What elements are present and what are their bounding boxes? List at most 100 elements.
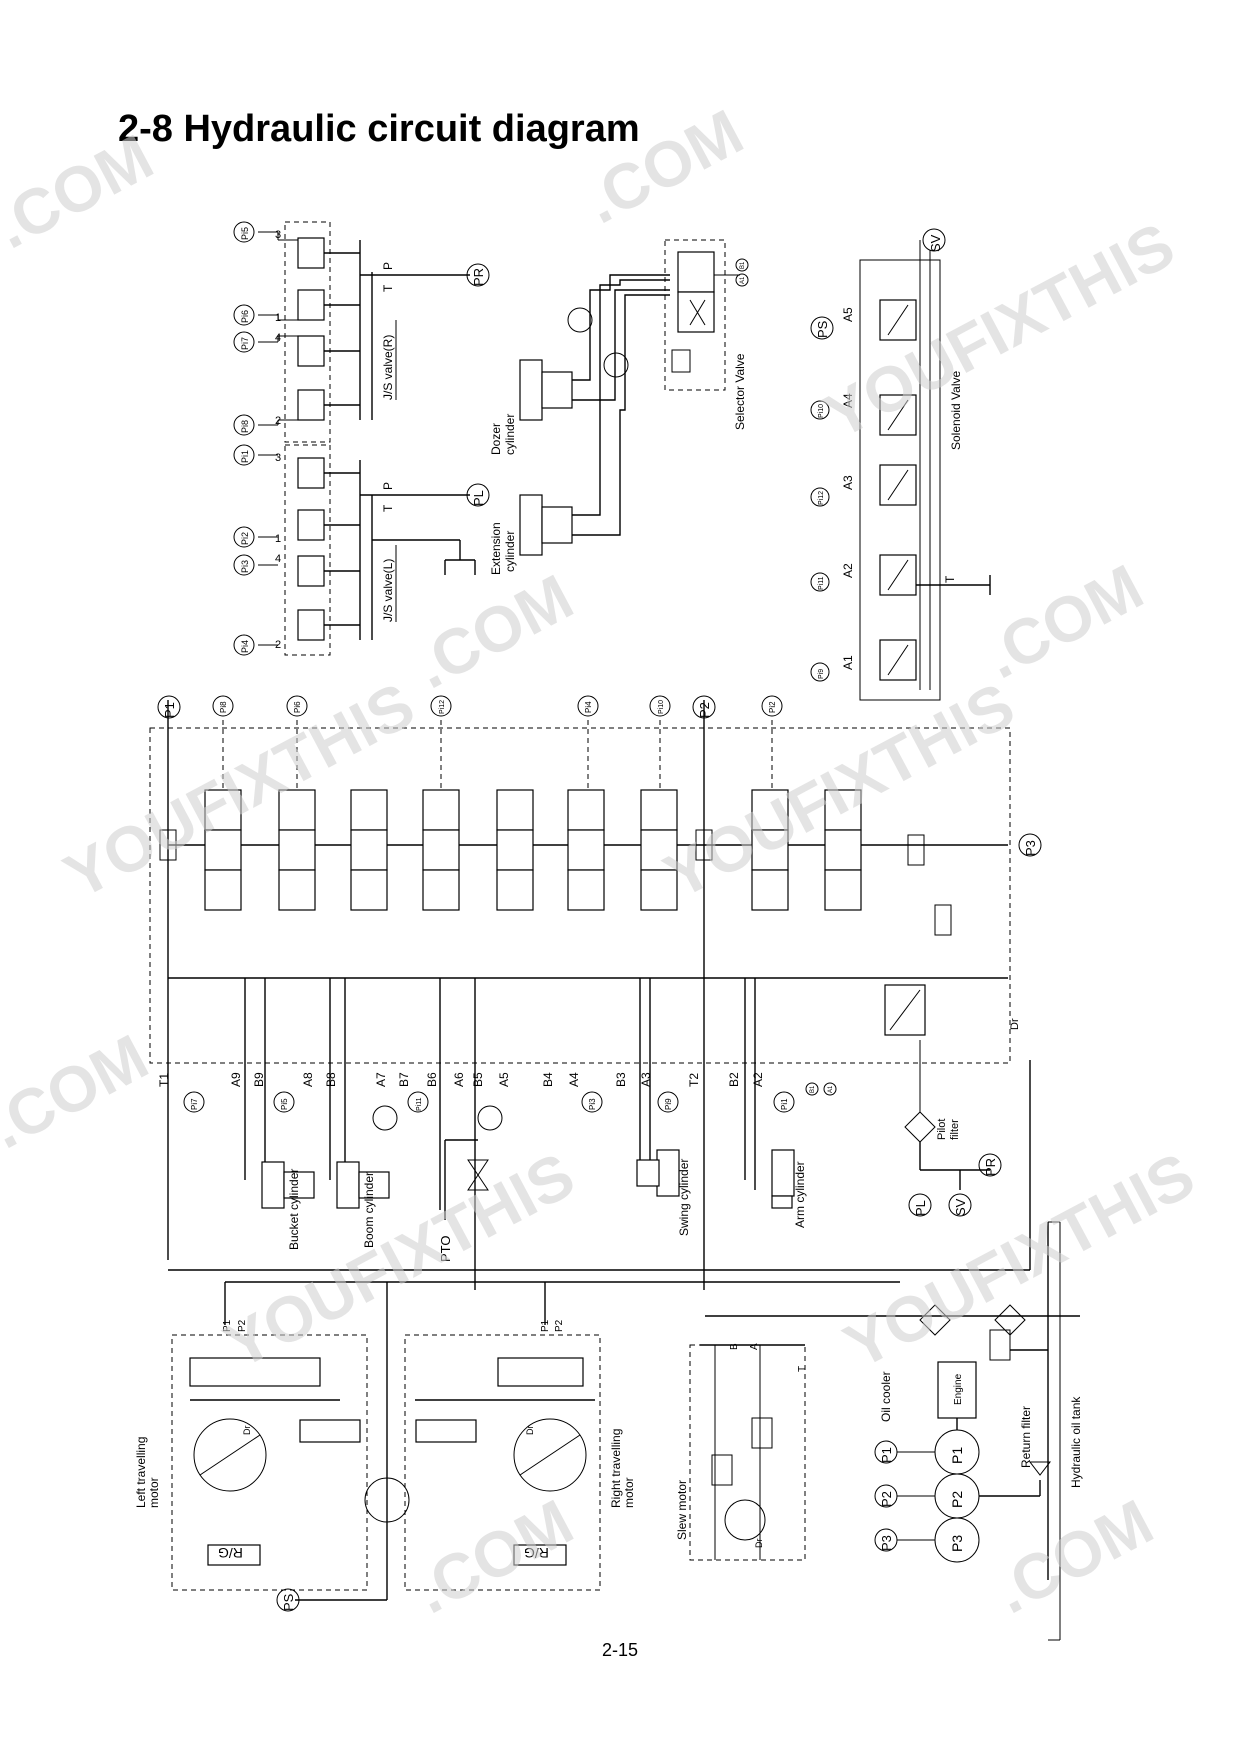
left-motor-p2: P2 [237, 1319, 248, 1332]
pr-bottom-label: PR [983, 1158, 998, 1176]
js-r-t-label: T [381, 284, 395, 292]
watermark-com-3: .COM [403, 560, 584, 702]
mcv-top-pi2: Pi2 [768, 701, 777, 713]
oil-cooler-label: Oil cooler [879, 1371, 893, 1422]
left-motor-dr: Dr [242, 1426, 252, 1436]
pto-label: PTO [438, 1236, 453, 1263]
extension-cylinder-label-2: cylinder [503, 531, 517, 572]
watermark-brand-1: YOUFIXTHIS [813, 208, 1186, 452]
mcv-bot-pi11: Pi11 [416, 1097, 423, 1111]
mcv-top-pi4: Pi4 [584, 701, 593, 713]
ps-top-label: PS [815, 320, 830, 338]
sol-a3-label: A3 [841, 475, 855, 490]
slew-motor: B A T Dr Slew motor [675, 1343, 808, 1561]
pi5-label: Pi5 [240, 227, 250, 240]
js-l-t-label: T [381, 504, 395, 512]
slew-motor-label: Slew motor [675, 1480, 689, 1540]
ps-bottom-label: PS [281, 1593, 296, 1611]
pl-top-label: PL [471, 490, 486, 506]
pi2-label: Pi2 [240, 532, 250, 545]
right-motor-p1: P1 [540, 1319, 551, 1332]
pi4-label: Pi4 [240, 640, 250, 653]
pr-top-label: PR [471, 268, 486, 286]
watermark-com-4: .COM [973, 550, 1154, 692]
pilot-filter-label-2: filter [949, 1119, 961, 1140]
mcv-b-a8: A8 [301, 1072, 315, 1087]
js-valve-l-label: J/S valve(L) [381, 559, 395, 622]
mcv-dr-label: Dr [1009, 1018, 1021, 1030]
mcv-top-pi8: Pi8 [219, 701, 228, 713]
watermark-com-6: .COM [403, 1485, 584, 1627]
right-motor-p2: P2 [554, 1319, 565, 1332]
sol-pi10-label: Pi10 [818, 404, 825, 418]
pi6-label: Pi6 [240, 310, 250, 323]
pilot-filter-label-1: Pilot [936, 1119, 948, 1140]
pump-port-p2: P2 [879, 1491, 894, 1507]
pi7-label: Pi7 [240, 337, 250, 350]
js-valve-left: Pi1 Pi2 Pi3 Pi4 3 1 4 2 T P J/S valve(L)… [233, 444, 490, 656]
mcv-top-pi10: Pi10 [658, 700, 665, 714]
engine-label: Engine [953, 1373, 964, 1405]
arm-cylinder-label: Arm cylinder [793, 1161, 807, 1228]
sol-t-label: T [943, 575, 957, 583]
bucket-cylinder-label: Bucket cylinder [287, 1169, 301, 1250]
mcv-b-t1: T1 [157, 1073, 171, 1087]
rg-right-label: R/G [524, 1545, 549, 1561]
mcv-b-a9: A9 [229, 1072, 243, 1087]
js-l-port-2: 2 [275, 639, 281, 651]
js-l-port-1: 1 [275, 533, 281, 545]
mcv-bot-pi3: Pi3 [588, 1098, 597, 1110]
js-r-p-label: P [381, 262, 395, 270]
solenoid-valve-label: Solenoid Valve [949, 371, 963, 450]
slew-a-label: A [749, 1343, 760, 1350]
mcv-bot-pi9: Pi9 [664, 1098, 673, 1110]
selector-assembly: A1 B1 Dozer cylinder Extension cylinder … [489, 239, 749, 575]
pi3-label: Pi3 [240, 560, 250, 573]
js-valve-right: Pi5 Pi6 Pi7 Pi8 3 1 4 2 T P J/S valve(R)… [233, 221, 490, 443]
mcv-b-b5: B5 [471, 1072, 485, 1087]
mcv-bot-pi5: Pi5 [280, 1098, 289, 1110]
mcv-b-b8: B8 [324, 1072, 338, 1087]
sv-bottom-label: SV [953, 1198, 968, 1216]
selector-b1-label: B1 [740, 261, 746, 269]
selector-valve-label: Selector Valve [733, 353, 747, 430]
mcv-b-b3: B3 [614, 1072, 628, 1087]
js-r-port-3: 3 [275, 229, 281, 241]
mcv-top-pi6: Pi6 [293, 701, 302, 713]
left-travelling-motor: R/G Dr P1 P2 Left travelling motor [134, 1319, 368, 1591]
js-l-p-label: P [381, 482, 395, 490]
mcv-b-a6: A6 [452, 1072, 466, 1087]
js-l-port-4: 4 [275, 553, 281, 565]
mcv-bot-pi7: Pi7 [190, 1098, 199, 1110]
mcv-bot-pi1: Pi1 [780, 1098, 789, 1110]
sol-pi12-label: Pi12 [818, 491, 825, 505]
dozer-cylinder-label-1: Dozer [489, 423, 503, 455]
watermark-com-2: .COM [573, 95, 754, 237]
mcv-p2-label: P2 [697, 702, 712, 718]
js-valve-r-label: J/S valve(R) [381, 335, 395, 400]
pump-p2-label: P2 [949, 1491, 965, 1508]
mcv-p1-label: P1 [162, 702, 177, 718]
selector-a1-label: A1 [740, 276, 746, 284]
watermark-com-1: .COM [0, 120, 164, 262]
sol-pi9-label: Pi9 [818, 669, 825, 679]
sol-a2-label: A2 [841, 563, 855, 578]
mcv-b-t2: T2 [687, 1073, 701, 1087]
js-l-port-3: 3 [275, 452, 281, 464]
sol-a5-label: A5 [841, 307, 855, 322]
mcv-p3-label: P3 [1023, 840, 1038, 856]
rg-left-label: R/G [218, 1545, 243, 1561]
js-r-port-1: 1 [275, 312, 281, 324]
return-lines [168, 1060, 1080, 1641]
slew-t-label: T [797, 1366, 808, 1372]
sol-pi11-label: Pi11 [818, 576, 825, 590]
page-title: 2-8 Hydraulic circuit diagram [118, 108, 640, 150]
sv-top-label: SV [928, 234, 943, 252]
pump-p3-label: P3 [949, 1535, 965, 1552]
left-motor-p1: P1 [222, 1319, 233, 1332]
extension-cylinder-label-1: Extension [489, 522, 503, 575]
mcv-b-a2: A2 [751, 1072, 765, 1087]
mcv-b-a4: A4 [567, 1072, 581, 1087]
dozer-cylinder-label-2: cylinder [503, 414, 517, 455]
